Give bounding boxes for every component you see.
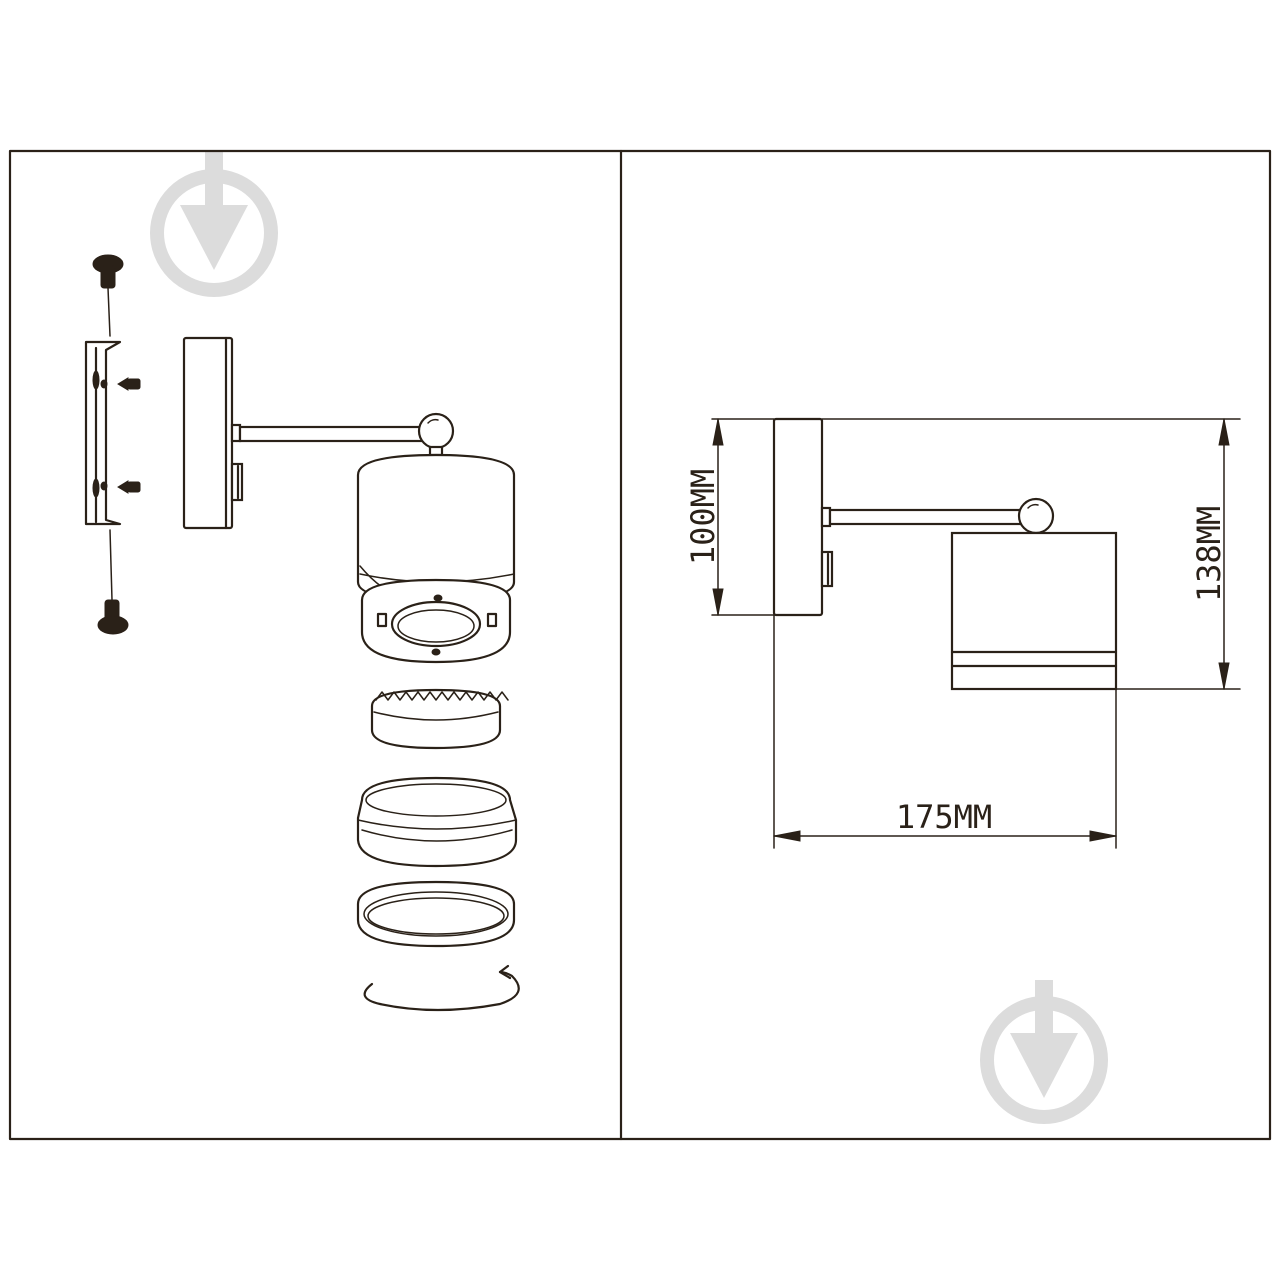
arm-rod xyxy=(230,412,455,457)
bracket-screw-upper xyxy=(117,377,141,391)
led-module xyxy=(370,688,509,750)
dim-lamp-head xyxy=(950,531,1118,691)
rotate-arrow-icon xyxy=(363,964,520,1012)
dimension-175mm: 175MM xyxy=(773,614,1117,849)
dim-arm-joint xyxy=(820,506,832,528)
dim-arm-rod xyxy=(828,508,1030,526)
screw-top xyxy=(92,254,124,337)
dim-label-100mm: 100MM xyxy=(684,469,722,565)
dimension-100mm: 100MM xyxy=(684,418,775,616)
dim-label-138mm: 138MM xyxy=(1190,506,1228,602)
screw-bottom xyxy=(97,529,129,635)
front-ring xyxy=(360,578,512,664)
exploded-view xyxy=(84,254,520,1012)
watermark-logo-top xyxy=(150,150,278,297)
frame-border xyxy=(8,149,1272,1141)
wall-plate xyxy=(182,336,244,530)
bracket-screw-lower xyxy=(117,480,141,494)
watermark-logo-bottom xyxy=(980,980,1108,1124)
mounting-bracket xyxy=(84,340,122,526)
diffuser-ring xyxy=(356,776,518,868)
dimension-drawing: 100MM 138MM 175MM xyxy=(684,417,1241,849)
dimension-138mm: 138MM xyxy=(821,418,1241,690)
dim-wall-plate xyxy=(772,417,824,617)
dim-label-175mm: 175MM xyxy=(896,798,992,836)
bezel-ring xyxy=(356,880,516,948)
lamp-body xyxy=(356,453,516,602)
